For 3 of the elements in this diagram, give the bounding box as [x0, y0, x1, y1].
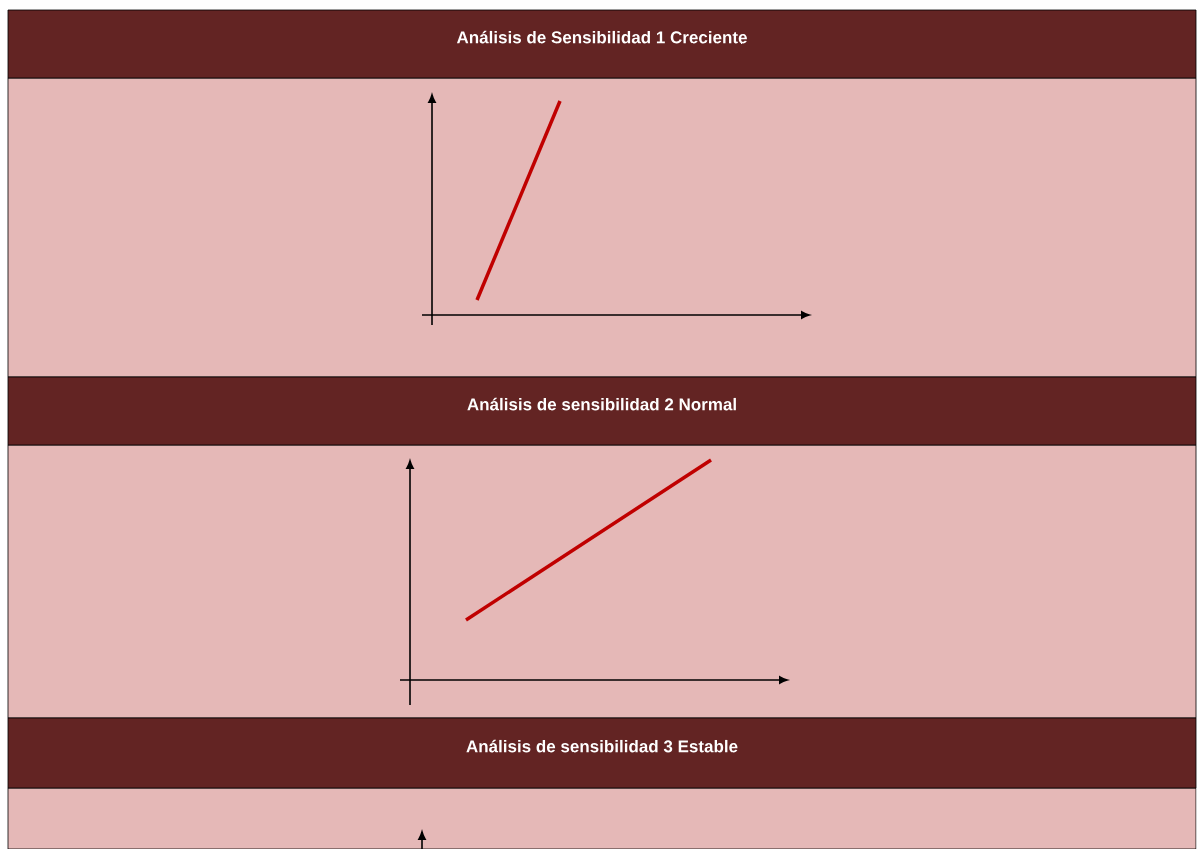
header-band: Análisis de sensibilidad 2 Normal: [7, 376, 1197, 446]
header-band: Análisis de sensibilidad 3 Estable: [7, 717, 1197, 789]
header-band: Análisis de Sensibilidad 1 Creciente: [7, 9, 1197, 79]
